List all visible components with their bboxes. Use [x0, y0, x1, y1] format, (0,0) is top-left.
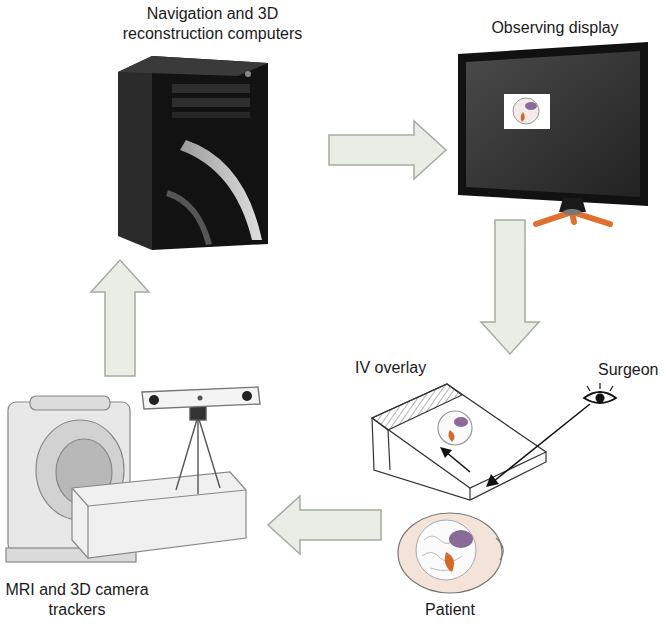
caption-block: Observing display [450, 18, 660, 38]
computer-tower-part [118, 56, 152, 250]
caption: Observing display [450, 18, 660, 38]
iv-overlay-device-part [448, 430, 454, 442]
block-arrow [329, 121, 446, 179]
figure-label: Surgeon [598, 360, 659, 380]
iv-overlay-device-part [372, 384, 546, 488]
observing-monitor-part [513, 98, 539, 124]
caption-block: Navigation and 3D reconstruction compute… [100, 4, 325, 44]
sight-arrows-part [494, 404, 590, 481]
observing-monitor-part [563, 209, 581, 215]
block-arrow [91, 260, 149, 376]
iv-overlay-device-part [388, 430, 390, 470]
caption: Navigation and 3D reconstruction compute… [100, 4, 325, 44]
observing-monitor-part [521, 112, 525, 122]
mri-scanner-part [88, 490, 246, 506]
sight-arrows-part [486, 474, 499, 487]
surgeon-eye-part [587, 386, 590, 391]
patient-head-part [416, 520, 476, 580]
illustration-node: Patient [385, 500, 515, 622]
mri-scanner-part [30, 396, 110, 410]
camera-tracker-part [197, 416, 198, 494]
patient-head [398, 513, 503, 593]
surgeon-eye-part [610, 386, 613, 391]
camera-tracker-part [142, 387, 260, 409]
computer-tower-part [172, 84, 250, 93]
sight-arrows-part [446, 452, 470, 472]
iv-overlay-device [372, 384, 546, 500]
computer-tower [118, 56, 268, 250]
camera-tracker-part [242, 391, 252, 401]
camera-tracker-part [176, 416, 198, 490]
block-arrow [481, 220, 539, 354]
computer-tower-part [180, 140, 262, 240]
computer-tower-part [172, 98, 250, 107]
computer-tower-part [245, 71, 251, 77]
camera-tracker [142, 387, 260, 494]
camera-tracker-part [190, 406, 206, 420]
illustration-node: IV overlay [355, 358, 550, 504]
camera-tracker-part [198, 396, 203, 401]
mri-scanner [6, 396, 246, 562]
illustration-node: MRI and 3D camera trackers [2, 380, 264, 622]
camera-tracker-part [149, 395, 159, 405]
patient-head-part [496, 538, 503, 560]
surgeon-eye [584, 383, 616, 403]
iv-overlay-device-part [454, 417, 468, 427]
patient-head-part [445, 552, 454, 572]
computer-tower-part [118, 56, 268, 76]
observing-monitor-part [504, 94, 550, 129]
iv-overlay-device-part [469, 488, 470, 500]
caption-block: Patient [385, 600, 515, 620]
observing-monitor-part [466, 51, 640, 197]
block-arrow [268, 496, 381, 554]
illustration-node: Observing display [450, 18, 660, 216]
camera-tracker-part [198, 416, 220, 488]
observing-monitor-part [525, 102, 537, 110]
mri-scanner-part [72, 488, 88, 506]
observing-monitor-part [458, 42, 648, 206]
mri-scanner-part [87, 506, 88, 558]
computer-tower-part [152, 56, 268, 250]
caption: MRI and 3D camera trackers [2, 580, 152, 620]
iv-overlay-device-part [438, 411, 472, 445]
caption-block: MRI and 3D camera trackers [2, 580, 152, 620]
computer-tower-part [172, 112, 250, 118]
observing-monitor [458, 42, 648, 224]
surgeon-eye-part [596, 394, 605, 403]
caption: IV overlay [355, 358, 426, 378]
sight-arrows-part [440, 447, 452, 458]
illustration-node: Navigation and 3D reconstruction compute… [100, 4, 325, 256]
caption: Patient [385, 600, 515, 620]
caption-block: IV overlay [355, 358, 426, 378]
patient-head-part [398, 513, 502, 593]
patient-head-part [449, 530, 473, 548]
mri-scanner-part [72, 472, 246, 558]
sight-arrows [440, 404, 590, 487]
surgeon-eye-part [584, 392, 616, 403]
surgeon-eye-part [599, 383, 600, 389]
computer-tower-part [166, 190, 212, 245]
